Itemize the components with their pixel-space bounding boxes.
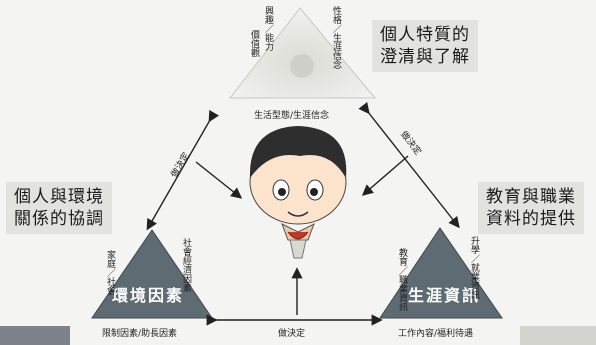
corner-bar-right (520, 326, 596, 345)
top-triangle (228, 7, 377, 99)
right-triangle-bottom: 工作內容/福利待遇 (398, 329, 474, 339)
right-edge-arrow (358, 101, 460, 229)
left-triangle-bottom: 限制因素/助長因素 (102, 329, 178, 339)
environment-box: 個人與環境 關係的協調 (6, 182, 112, 234)
person-silhouette-icon (290, 54, 314, 78)
right-triangle (379, 227, 503, 319)
personal-traits-line1: 個人特質的 (380, 25, 470, 45)
left-triangle-right-vertical: 社會經濟因素 (181, 238, 191, 292)
arrow-left-to-center (195, 161, 243, 199)
top-right-vertical-label: 性格／生涯信念 (331, 6, 341, 69)
education-info-box: 教育與職業 資料的提供 (478, 182, 584, 234)
left-triangle-left-vertical: 家庭／社會 (105, 250, 115, 295)
left-triangle (91, 229, 213, 319)
environment-line2: 關係的協調 (14, 209, 104, 229)
right-triangle-right-vertical: 升學／就業資訊 (469, 236, 479, 299)
left-edge-arrow (146, 109, 220, 231)
right-triangle-title: 生涯資訊 (408, 286, 481, 305)
top-bottom-label: 生活型態/生涯信念 (254, 111, 330, 121)
education-line1: 教育與職業 (486, 187, 576, 207)
corner-bar-left (0, 326, 70, 345)
person-icon (249, 126, 347, 259)
top-left-vertical-label-2: 價值觀 (249, 30, 259, 57)
environment-line1: 個人與環境 (14, 187, 104, 207)
personal-traits-box: 個人特質的 澄清與了解 (372, 20, 478, 72)
personal-traits-line2: 澄清與了解 (380, 47, 470, 67)
top-left-vertical-label: 興趣／能力 (263, 6, 273, 51)
arrow-right-to-center (361, 155, 409, 196)
right-triangle-left-vertical: 教育／職業資訊 (397, 248, 407, 311)
bottom-edge-label: 做決定 (278, 329, 306, 339)
education-line2: 資料的提供 (486, 209, 576, 229)
left-triangle-title: 環境因素 (112, 286, 185, 305)
